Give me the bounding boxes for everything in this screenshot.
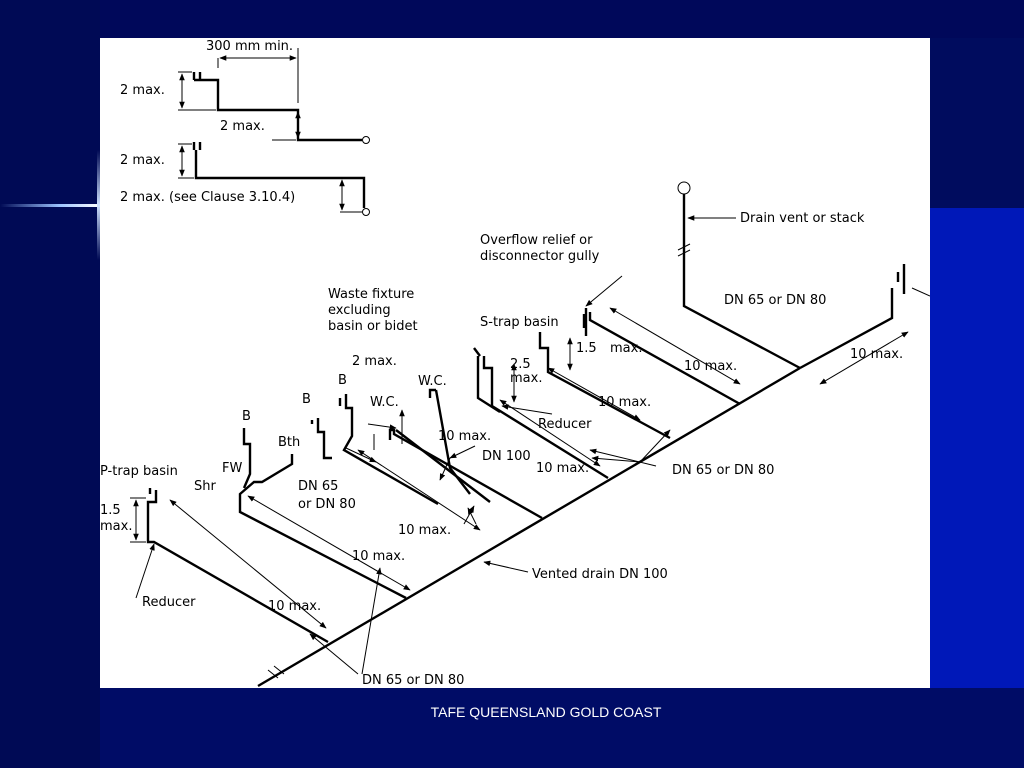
label-10max-5: 10 max. — [536, 461, 589, 476]
branch-ptrap-basin — [130, 488, 329, 644]
label-dn65-80-top: DN 65 or DN 80 — [724, 293, 826, 308]
branch-wc — [357, 388, 543, 531]
label-bth: Bth — [278, 435, 300, 450]
label-strap-basin: S-trap basin — [480, 315, 559, 330]
label-2max-a: 2 max. — [120, 83, 165, 98]
label-vented-drain: Vented drain DN 100 — [532, 567, 668, 582]
label-10max-4: 10 max. — [438, 429, 491, 444]
label-overflow-2: disconnector gully — [480, 249, 600, 264]
label-waste-2: excluding — [328, 303, 391, 318]
slide-top-band — [0, 0, 1024, 38]
footer-text: TAFE QUEENSLAND GOLD COAST — [430, 704, 662, 720]
label-2max-clause: 2 max. (see Clause 3.10.4) — [120, 190, 295, 205]
label-b-1: B — [338, 373, 347, 388]
label-2max-c: 2 max. — [120, 153, 165, 168]
light-flare-vertical — [97, 150, 100, 260]
label-300mm-min: 300 mm min. — [206, 39, 293, 54]
label-shr: Shr — [194, 479, 216, 494]
label-drain-vent: Drain vent or stack — [740, 211, 865, 226]
drainage-diagram: 300 mm min. 2 max. 2 max. 2 max. 2 max. … — [100, 38, 930, 688]
branch-waste-fixture — [473, 347, 671, 480]
label-fw: FW — [222, 461, 242, 476]
diagram-svg: 300 mm min. 2 max. 2 max. 2 max. 2 max. … — [100, 39, 930, 688]
label-dn100: DN 100 — [482, 449, 531, 464]
label-1-5-max-a2: max. — [610, 341, 642, 356]
leader-lines — [309, 448, 657, 675]
label-b-3: B — [242, 409, 251, 424]
label-10max-6: 10 max. — [398, 523, 451, 538]
label-b-2: B — [302, 392, 311, 407]
grade-detail-top — [178, 48, 370, 144]
label-1-5-max-a: 1.5 — [576, 341, 597, 356]
vented-drain-main — [257, 366, 801, 688]
branch-right — [799, 264, 930, 385]
slide-footer-band — [100, 688, 1024, 768]
label-1-5-max-b2: max. — [100, 519, 132, 534]
slide-left-band — [0, 0, 100, 768]
label-wc-1: W.C. — [418, 374, 447, 389]
label-2-5-max2: max. — [510, 371, 542, 386]
label-reducer-1: Reducer — [538, 417, 592, 432]
label-dn65-80-mid: DN 65 or DN 80 — [672, 463, 774, 478]
label-10max-1: 10 max. — [684, 359, 737, 374]
branch-bath-basins — [238, 394, 439, 600]
label-waste-3: basin or bidet — [328, 319, 418, 334]
label-2max-b: 2 max. — [220, 119, 265, 134]
label-10max-3: 10 max. — [598, 395, 651, 410]
label-2-5-max: 2.5 — [510, 357, 531, 372]
branch-strap-basin — [538, 275, 741, 440]
grade-detail-bottom — [178, 142, 370, 216]
label-p-trap: P-trap basin — [100, 464, 178, 479]
label-dn65-80-bottom: DN 65 or DN 80 — [362, 673, 464, 688]
drain-vent-stack — [677, 181, 801, 370]
label-dn65-1: DN 65 — [298, 479, 338, 494]
label-2max-d: 2 max. — [352, 354, 397, 369]
label-10max-2: 10 max. — [850, 347, 903, 362]
light-flare — [0, 204, 100, 207]
label-waste-1: Waste fixture — [328, 287, 414, 302]
slide-right-band — [930, 208, 1024, 768]
label-10max-8: 10 max. — [268, 599, 321, 614]
label-overflow-1: Overflow relief or — [480, 233, 593, 248]
label-dn65-2: or DN 80 — [298, 497, 356, 512]
label-10max-7: 10 max. — [352, 549, 405, 564]
label-reducer-2: Reducer — [142, 595, 196, 610]
label-wc-2: W.C. — [370, 395, 399, 410]
label-1-5-max-b: 1.5 — [100, 503, 121, 518]
